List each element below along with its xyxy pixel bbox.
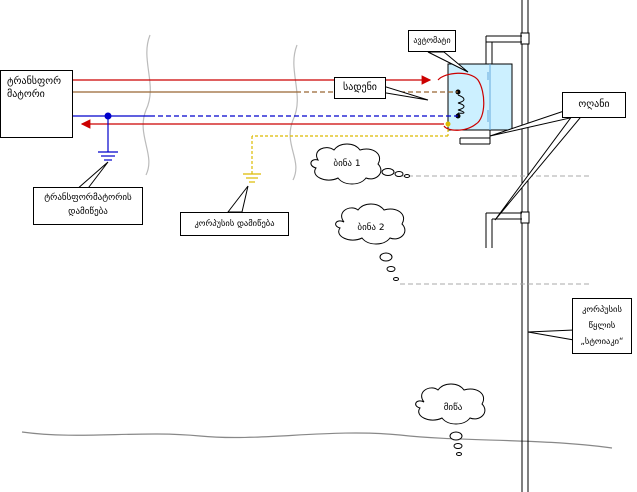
pipe-label-box: ოღანი bbox=[562, 92, 626, 118]
cloud-floor2 bbox=[335, 203, 406, 281]
pipe-label: ოღანი bbox=[578, 99, 610, 110]
transformer-box: ტრანსფორმატორი bbox=[0, 70, 73, 138]
body-ground-label-box: კორპუსის დამიწება bbox=[180, 212, 289, 236]
automat-label-box: ავტომატი bbox=[408, 30, 456, 52]
riser-branch-mid bbox=[485, 211, 530, 248]
transformer-ground-label: ტრანსფორმატორის დამიწება bbox=[44, 193, 132, 217]
riser-branch-top bbox=[485, 32, 530, 64]
earth-label: მიწა bbox=[443, 403, 463, 413]
body-ground-dot bbox=[445, 121, 451, 127]
break-line-right bbox=[289, 44, 298, 181]
earth-line bbox=[21, 431, 613, 449]
body-ground-label: კორპუსის დამიწება bbox=[194, 219, 275, 229]
wire-label: სადენი bbox=[343, 82, 377, 93]
riser-label: კორპუსის წყლის „სტოიაკი“ bbox=[580, 305, 624, 347]
floor2-label: ბინა 2 bbox=[357, 223, 385, 233]
break-line-left bbox=[142, 34, 151, 176]
wire-label-box: სადენი bbox=[334, 77, 386, 99]
transformer-ground bbox=[98, 112, 118, 161]
riser-label-box: კორპუსის წყლის „სტოიაკი“ bbox=[572, 298, 632, 354]
floor1-label: ბინა 1 bbox=[333, 159, 361, 169]
automat-label: ავტომატი bbox=[413, 36, 451, 45]
cloud-earth bbox=[415, 383, 486, 456]
cloud-floor1 bbox=[310, 143, 410, 185]
phase-loop bbox=[437, 72, 485, 131]
transformer-ground-label-box: ტრანსფორმატორის დამიწება bbox=[33, 187, 143, 225]
transformer-label: ტრანსფორმატორი bbox=[7, 76, 62, 100]
